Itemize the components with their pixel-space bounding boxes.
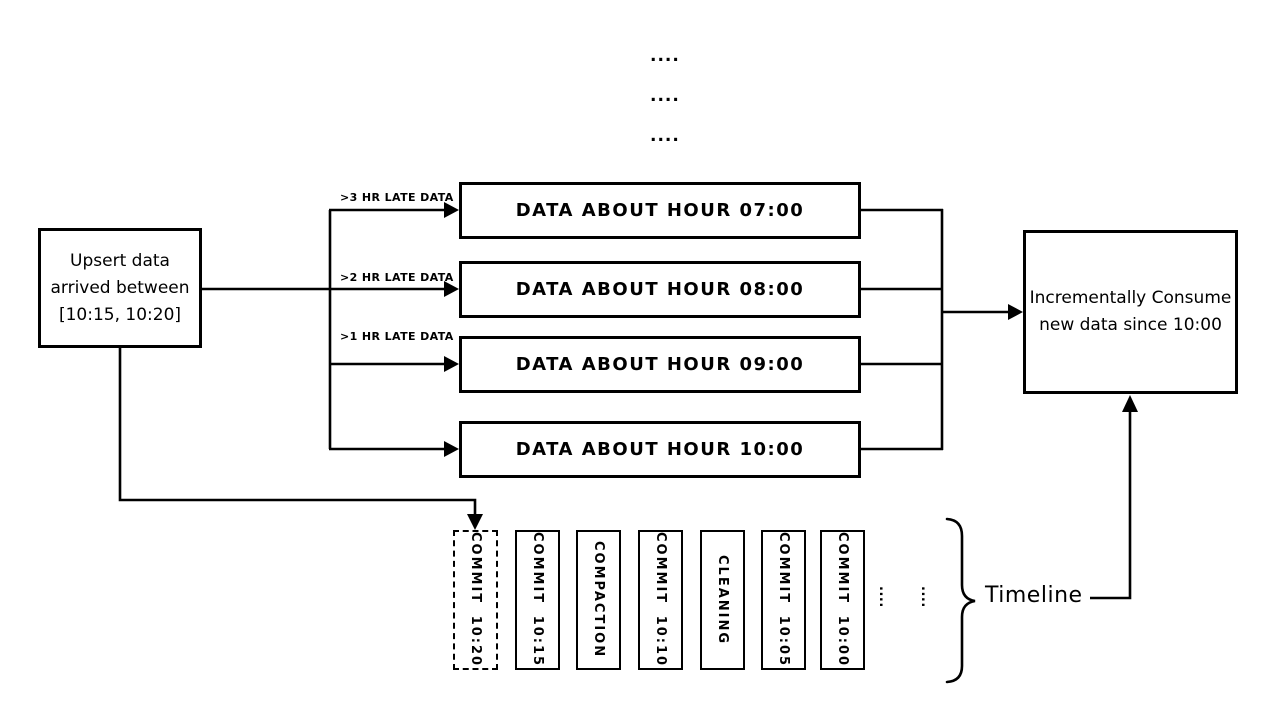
consume-box-line: Incrementally Consume <box>1029 288 1232 308</box>
consume-box: Incrementally Consume new data since 10:… <box>1023 230 1238 394</box>
upsert-box: Upsert data arrived between [10:15, 10:2… <box>38 228 202 348</box>
timeline-brace <box>945 517 976 684</box>
arrowhead-timeline-consume-icon <box>1122 395 1138 412</box>
arrowhead-consume-icon <box>1008 304 1023 320</box>
top-ellipsis-row: .... <box>650 46 680 66</box>
timeline-box-commit-1005: COMMIT 10:05 <box>761 530 806 670</box>
timeline-box-commit-1000: COMMIT 10:00 <box>820 530 865 670</box>
timeline-box-commit-1015: COMMIT 10:15 <box>515 530 560 670</box>
timeline-box-commit-1010: COMMIT 10:10 <box>638 530 683 670</box>
top-ellipsis-row: .... <box>650 86 680 106</box>
arrowhead-commit-icon <box>467 514 483 530</box>
arrowhead-hour08-icon <box>444 281 459 297</box>
consume-box-line: new data since 10:00 <box>1039 315 1222 335</box>
timeline-box-label: COMMIT 10:20 <box>468 532 483 668</box>
timeline-box-label: COMMIT 10:15 <box>530 532 545 668</box>
data-box-hour07: DATA ABOUT HOUR 07:00 <box>459 182 861 239</box>
upsert-box-line: [10:15, 10:20] <box>58 304 182 325</box>
timeline-box-compaction: COMPACTION <box>576 530 621 670</box>
timeline-label: Timeline <box>985 583 1083 608</box>
upsert-box-line: arrived between <box>50 277 190 298</box>
timeline-box-label: COMMIT 10:00 <box>835 532 850 668</box>
late-label-2hr: >2 HR LATE DATA <box>340 271 454 284</box>
line-timeline-to-consume <box>1090 412 1132 600</box>
arrowhead-hour10-icon <box>444 441 459 457</box>
top-ellipsis-row: .... <box>650 126 680 146</box>
upsert-box-line: Upsert data <box>70 250 170 271</box>
timeline-box-label: COMMIT 10:10 <box>653 532 668 668</box>
timeline-ellipsis: .... <box>918 586 933 608</box>
timeline-ellipsis: .... <box>876 586 891 608</box>
arrowhead-hour09-icon <box>444 356 459 372</box>
data-box-hour09: DATA ABOUT HOUR 09:00 <box>459 336 861 393</box>
timeline-box-label: CLEANING <box>715 554 730 646</box>
timeline-box-commit-1020: COMMIT 10:20 <box>453 530 498 670</box>
data-box-hour08: DATA ABOUT HOUR 08:00 <box>459 261 861 318</box>
data-box-hour10: DATA ABOUT HOUR 10:00 <box>459 421 861 478</box>
timeline-box-label: COMPACTION <box>591 541 606 659</box>
late-label-3hr: >3 HR LATE DATA <box>340 191 454 204</box>
arrowhead-hour07-icon <box>444 202 459 218</box>
timeline-box-cleaning: CLEANING <box>700 530 745 670</box>
late-label-1hr: >1 HR LATE DATA <box>340 330 454 343</box>
line-upsert-to-commit <box>118 347 477 515</box>
timeline-box-label: COMMIT 10:05 <box>776 532 791 668</box>
